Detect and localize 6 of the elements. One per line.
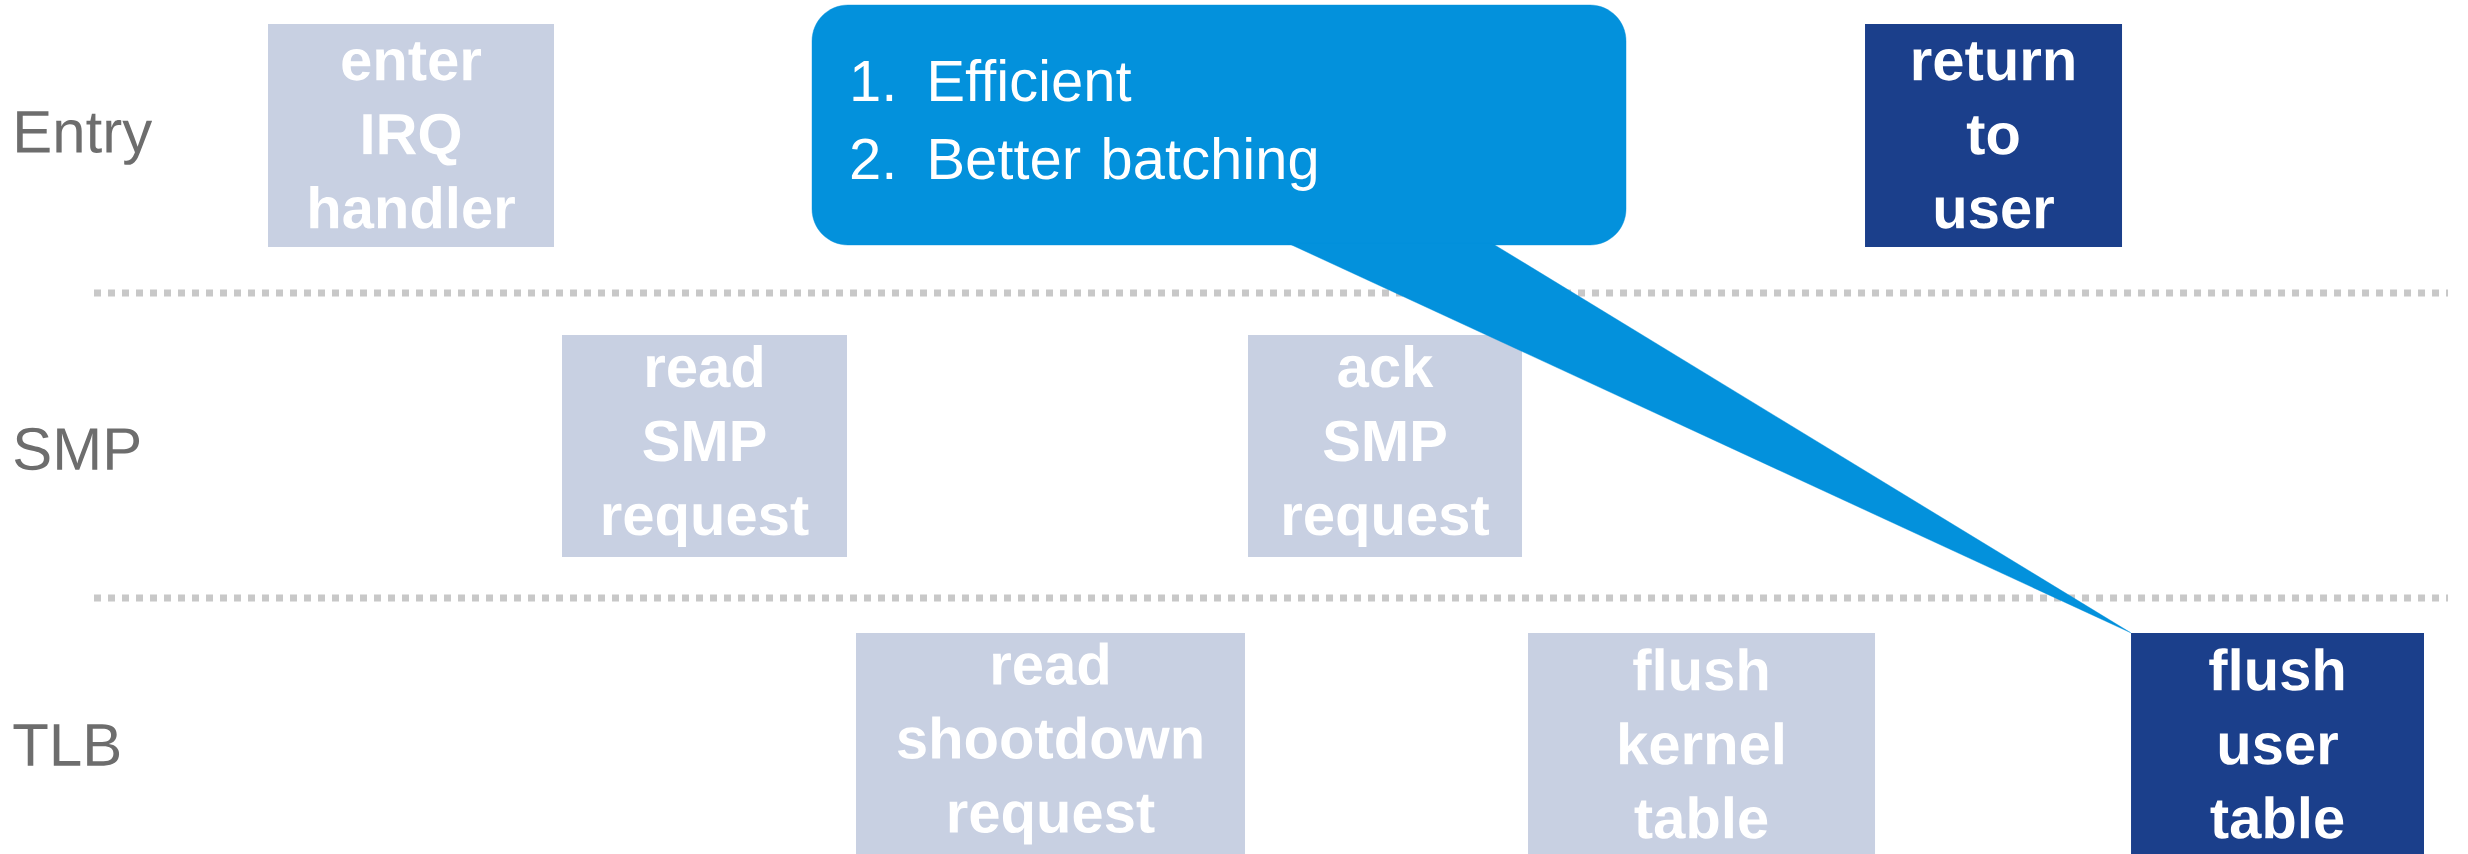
row-label: TLB (13, 724, 120, 766)
row-label: Entry (17, 111, 153, 165)
callout-box: 1. Efficient 2. Better batching (811, 4, 1627, 246)
process-box: flush user table (2131, 633, 2425, 854)
process-box: return to user (1865, 24, 2122, 247)
row-label: SMP (14, 427, 140, 471)
